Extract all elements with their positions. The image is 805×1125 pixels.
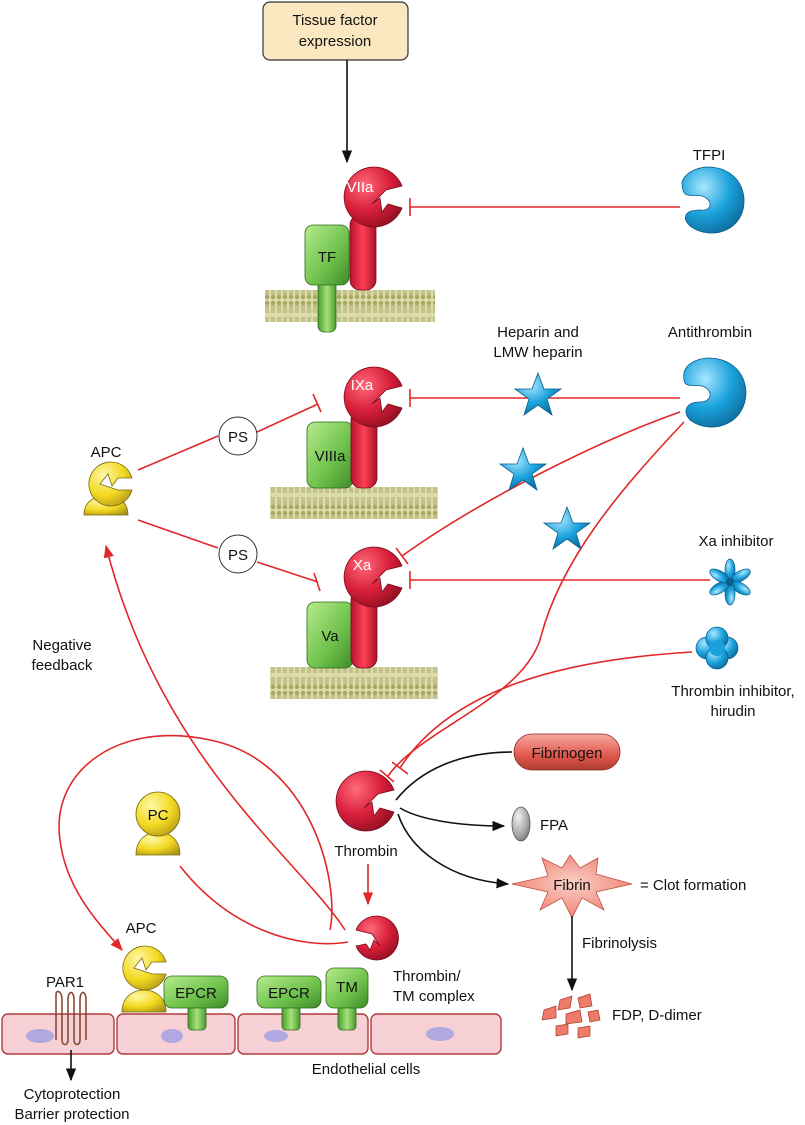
viia-label: VIIa (347, 179, 374, 196)
fdp-label: FDP, D-dimer (612, 1007, 702, 1024)
antithrombin-inhibitor (683, 357, 747, 428)
tf-cofactor (304, 224, 350, 286)
cytoprotection-label: Cytoprotection (24, 1086, 121, 1103)
pc-protein: PC (135, 791, 181, 856)
apc-viiia-inhibition (256, 403, 319, 433)
membrane-1 (265, 290, 435, 322)
thrombomodulin: TM (325, 967, 369, 1031)
xa-enzyme (343, 546, 403, 608)
apc-top (83, 461, 133, 516)
tm-label: TM (336, 979, 358, 996)
xa-inhibitor (709, 558, 751, 606)
thrombin-inhibitor (695, 626, 739, 670)
xa-inhibitor-label: Xa inhibitor (698, 533, 773, 550)
fdp-fragments (541, 993, 601, 1039)
fpa-label: FPA (540, 817, 568, 834)
apc-bottom-label: APC (126, 920, 157, 937)
ps-label-bottom: PS (228, 547, 248, 564)
tissue-factor-line2: expression (299, 33, 372, 50)
viia-enzyme (343, 166, 403, 228)
va-label: Va (321, 628, 339, 645)
par1-label: PAR1 (46, 974, 84, 991)
heparin-star-3 (542, 505, 592, 551)
barrier-protection-label: Barrier protection (14, 1106, 129, 1123)
xa-label: Xa (353, 557, 372, 574)
ps-label-top: PS (228, 429, 248, 446)
heparin-star-1 (513, 371, 563, 417)
epcr-receptor-2: EPCR (256, 975, 322, 1031)
epcr-label-1: EPCR (175, 985, 217, 1002)
endothelial-cells-label: Endothelial cells (312, 1061, 420, 1078)
tf-label: TF (318, 249, 336, 266)
heparin-star-2 (498, 446, 548, 492)
ixa-enzyme (343, 366, 403, 428)
epcr-receptor-1: EPCR (163, 975, 229, 1031)
negative-feedback-line2: feedback (32, 657, 93, 674)
tfpi-inhibitor: TFPI (681, 147, 745, 234)
ixa-label: IXa (351, 377, 374, 394)
viiia-label: VIIIa (315, 448, 347, 465)
fibrinolysis-label: Fibrinolysis (582, 935, 657, 952)
pc-to-tm-line (179, 865, 349, 945)
fibrinogen-pill: Fibrinogen (513, 733, 621, 771)
thrombin-enzyme (335, 770, 395, 832)
thrombin-inhibitor-label-line1: Thrombin inhibitor, (671, 683, 794, 700)
heparin-label-line1: Heparin and (497, 324, 579, 341)
tissue-factor-line1: Tissue factor (292, 12, 377, 29)
fibrin-arrow (397, 813, 510, 889)
thrombin-tm-thrombin (355, 915, 399, 961)
par1-receptor (55, 990, 87, 1046)
epcr-label-2: EPCR (268, 985, 310, 1002)
clot-formation-label: = Clot formation (640, 877, 746, 894)
tissue-factor-box: Tissue factor expression (262, 1, 409, 61)
fibrin-label: Fibrin (553, 877, 591, 894)
pc-label: PC (148, 807, 169, 824)
thrombin-inhibitor-line (399, 651, 693, 769)
fpa-ellipse: FPA (511, 806, 568, 842)
fibrinogen-line (395, 751, 513, 801)
apc-va-inhibition (256, 561, 319, 583)
fpa-arrow (399, 807, 506, 832)
thrombin-tm-label-line1: Thrombin/ (393, 968, 461, 985)
viia-tf-complex: TF VIIa (265, 166, 435, 333)
membrane-2 (270, 487, 438, 519)
negative-feedback-arrow (103, 544, 346, 931)
ixa-viiia-complex: VIIIa IXa (270, 366, 438, 519)
thrombin-inhibitor-label-line2: hirudin (710, 703, 755, 720)
ps-circle-top: PS (218, 416, 258, 456)
fibrin-star: Fibrin (511, 854, 633, 919)
apc-activation-loop (58, 734, 333, 951)
antithrombin-thrombin-line (387, 421, 685, 777)
heparin-label-line2: LMW heparin (493, 344, 582, 361)
antithrombin-label: Antithrombin (668, 324, 752, 341)
thrombin-tm-label-line2: TM complex (393, 988, 475, 1005)
endothelial-cells (1, 1013, 502, 1055)
antithrombin-xa-line (401, 411, 681, 557)
thrombin-label: Thrombin (334, 843, 397, 860)
fibrinogen-label: Fibrinogen (532, 745, 603, 762)
membrane-3 (270, 667, 438, 699)
tfpi-label: TFPI (693, 147, 726, 164)
xa-va-complex: Va Xa (270, 546, 438, 699)
negative-feedback-line1: Negative (32, 637, 91, 654)
apc-bottom (121, 945, 167, 1013)
apc-top-label: APC (91, 444, 122, 461)
ps-circle-bottom: PS (218, 534, 258, 574)
